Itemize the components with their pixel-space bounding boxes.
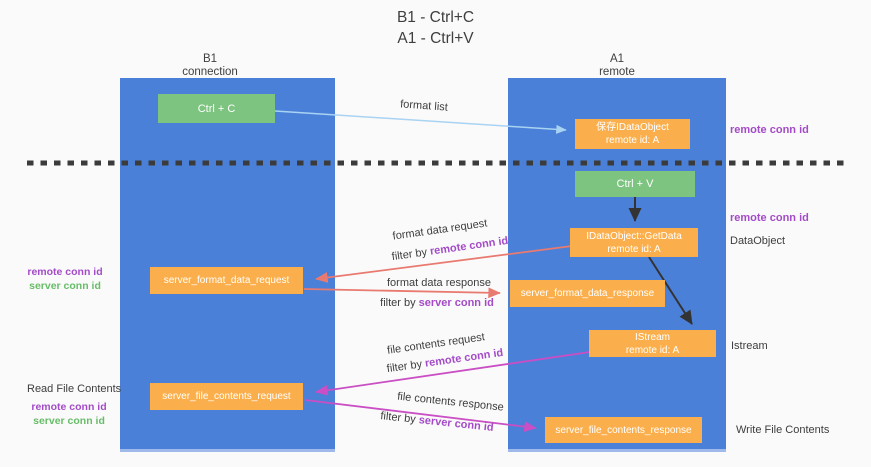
node-ctrl-v-label: Ctrl + V <box>616 178 654 190</box>
left-server-conn-id-2: server conn id <box>33 414 105 427</box>
node-getdata-line2: remote id: A <box>607 243 661 255</box>
title-line-2: A1 - Ctrl+V <box>397 29 474 47</box>
remote-conn-id-filter-1: remote conn id <box>429 234 509 258</box>
node-ctrl-c: Ctrl + C <box>158 94 275 123</box>
node-server-file-contents-request: server_file_contents_request <box>150 383 303 410</box>
node-server-format-data-response: server_format_data_response <box>510 280 665 307</box>
title-line-1: B1 - Ctrl+C <box>396 9 475 26</box>
node-idataobject-getdata: IDataObject::GetData remote id: A <box>570 228 698 257</box>
label-filter-by-server-2: filter by server conn id <box>377 410 498 434</box>
node-server-file-contents-response-label: server_file_contents_response <box>555 424 692 436</box>
node-server-file-contents-request-label: server_file_contents_request <box>162 391 291 402</box>
node-saved-idataobject: 保存IDataObject remote id: A <box>575 119 690 149</box>
left-server-conn-id-1: server conn id <box>29 279 101 292</box>
label-filter-by-server-1: filter by server conn id <box>377 297 497 309</box>
annotation-conn-ids-file: remote conn id server conn id <box>28 401 110 428</box>
filter-prefix-3: filter by <box>386 357 426 376</box>
lane-a1-role: remote <box>599 65 635 78</box>
annotation-conn-ids-format: remote conn id server conn id <box>24 266 106 293</box>
node-istream-line1: IStream <box>634 331 670 343</box>
annotation-istream: Istream <box>731 340 768 352</box>
server-conn-id-filter-1: server conn id <box>418 297 494 309</box>
node-saved-idataobject-line2: remote id: A <box>605 135 660 146</box>
filter-prefix-4: filter by <box>379 410 420 427</box>
node-ctrl-c-label: Ctrl + C <box>197 102 236 115</box>
lane-b1-role: connection <box>182 65 238 78</box>
lane-b1-name: B1 <box>202 53 218 65</box>
label-file-contents-response: file contents response <box>396 390 505 414</box>
node-saved-idataobject-line1: 保存IDataObject <box>596 122 669 133</box>
diagram-title: B1 - Ctrl+C A1 - Ctrl+V <box>0 8 871 49</box>
node-istream: IStream remote id: A <box>589 330 716 357</box>
annotation-write-file-contents: Write File Contents <box>736 424 830 436</box>
annotation-remote-conn-id-mid: remote conn id <box>730 212 809 224</box>
label-format-list: format list <box>399 98 449 114</box>
annotation-dataobject: DataObject <box>730 235 786 247</box>
node-getdata-line1: IDataObject::GetData <box>586 230 682 242</box>
left-remote-conn-id-2: remote conn id <box>31 401 107 413</box>
server-conn-id-filter-2: server conn id <box>418 414 495 434</box>
filter-prefix-1: filter by <box>391 245 431 264</box>
lane-header-b1: B1 connection <box>135 53 285 78</box>
lane-header-a1: A1 remote <box>542 53 692 78</box>
label-format-data-response: format data response <box>387 277 491 289</box>
node-server-file-contents-response: server_file_contents_response <box>545 417 702 443</box>
node-server-format-data-response-label: server_format_data_response <box>520 288 655 299</box>
node-server-format-data-request-label: server_format_data_request <box>163 275 290 286</box>
left-remote-conn-id-1: remote conn id <box>27 266 103 278</box>
node-ctrl-v: Ctrl + V <box>575 171 695 197</box>
annotation-remote-conn-id-top: remote conn id <box>730 124 809 136</box>
node-istream-line2: remote id: A <box>625 344 680 356</box>
annotation-read-file-contents: Read File Contents <box>27 383 122 395</box>
remote-conn-id-filter-2: remote conn id <box>424 346 504 370</box>
filter-prefix-2: filter by <box>380 297 419 309</box>
node-server-format-data-request: server_format_data_request <box>150 267 303 294</box>
lane-a1-name: A1 <box>609 53 625 65</box>
